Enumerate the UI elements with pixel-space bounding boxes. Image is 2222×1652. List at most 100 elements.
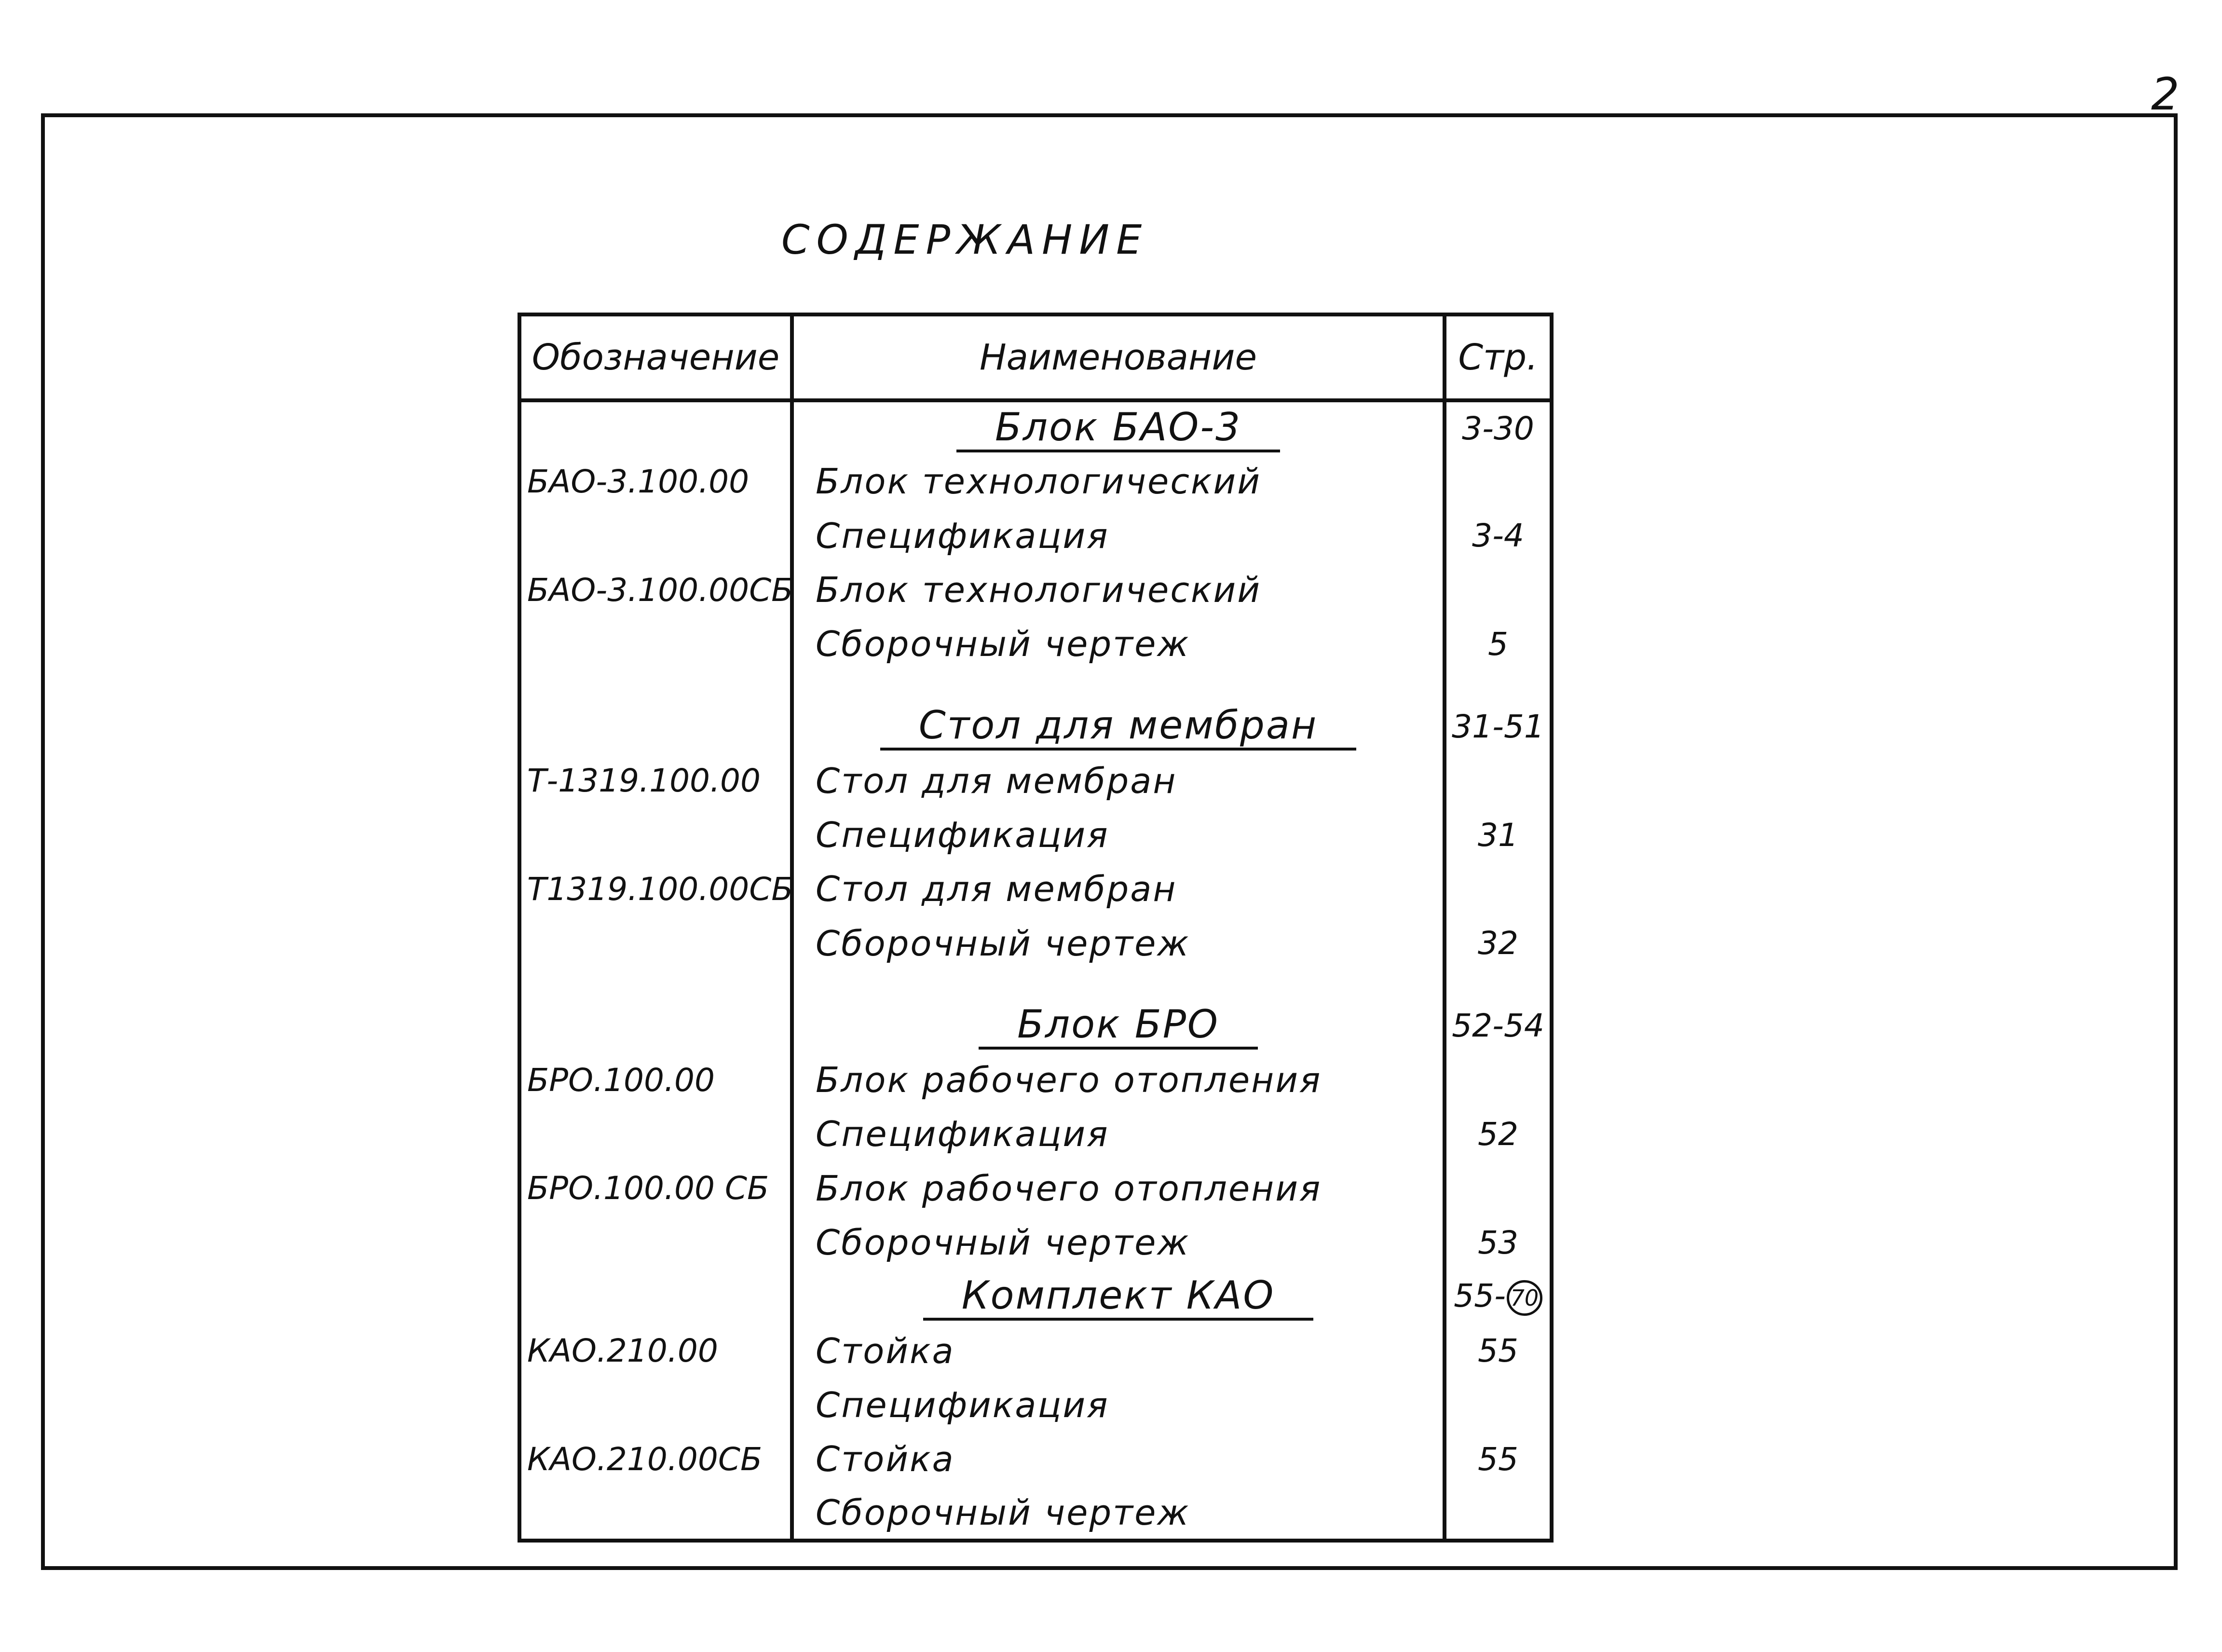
table-row: Сборочный чертеж 53	[518, 1215, 1554, 1270]
table-row: Спецификация	[518, 1378, 1554, 1433]
section-row: Блок БРО 52-54	[518, 998, 1554, 1053]
page-cell	[1443, 753, 1554, 808]
designation-cell: БРО.100.00 СБ	[518, 1161, 794, 1215]
spacer-cell	[1443, 671, 1554, 700]
name-cell: Сборочный чертеж	[790, 1215, 1446, 1270]
spacer-row	[518, 671, 1554, 700]
page-title: СОДЕРЖАНИЕ	[781, 216, 1149, 263]
page-value: 55-	[1454, 1277, 1506, 1315]
designation-cell	[518, 916, 794, 970]
drawing-frame	[41, 113, 2178, 1570]
section-title: Блок БРО	[979, 1005, 1258, 1050]
page-cell	[1443, 1052, 1554, 1107]
page-cell	[1443, 1486, 1554, 1543]
sheet-number: 2	[2151, 68, 2180, 120]
section-title: Комплект КАО	[923, 1276, 1314, 1321]
spacer-row	[518, 970, 1554, 999]
designation-cell	[518, 1378, 794, 1433]
designation-cell: БАО-3.100.00	[518, 454, 794, 509]
spacer-cell	[790, 671, 1446, 700]
page-value: 53	[1478, 1224, 1518, 1261]
page-cell: 53	[1443, 1215, 1554, 1270]
table-row: Спецификация 52	[518, 1107, 1554, 1161]
designation-cell	[518, 807, 794, 862]
name-cell: Спецификация	[790, 1378, 1446, 1433]
spacer-cell	[518, 671, 794, 700]
section-title-cell: Стол для мембран	[790, 699, 1446, 754]
spacer-cell	[790, 970, 1446, 999]
designation-cell	[518, 1215, 794, 1270]
section-title: Стол для мембран	[880, 706, 1357, 751]
name-cell: Блок технологический	[790, 454, 1446, 509]
page-cell: 55	[1443, 1432, 1554, 1487]
page-cell	[1443, 1378, 1554, 1433]
designation-cell: Т-1319.100.00	[518, 753, 794, 808]
page-cell: 31-51	[1443, 699, 1554, 754]
contents-table: Обозначение Наименование Стр. Блок БАО-3…	[518, 313, 1554, 1543]
page-cell	[1443, 862, 1554, 916]
designation-cell: БАО-3.100.00СБ	[518, 562, 794, 617]
designation-cell	[518, 508, 794, 563]
designation-cell	[518, 998, 794, 1053]
designation-cell: КАО.210.00	[518, 1324, 794, 1378]
page-cell: 5	[1443, 617, 1554, 671]
section-title-cell: Комплект КАО	[790, 1270, 1446, 1324]
name-cell: Блок рабочего отопления	[790, 1161, 1446, 1215]
name-cell: Стол для мембран	[790, 753, 1446, 808]
designation-cell: БРО.100.00	[518, 1052, 794, 1107]
designation-cell	[518, 699, 794, 754]
name-cell: Стойка	[790, 1324, 1446, 1378]
spacer-cell	[1443, 970, 1554, 999]
name-cell: Стойка	[790, 1432, 1446, 1487]
section-title-cell: Блок БРО	[790, 998, 1446, 1053]
page-value: 55	[1478, 1440, 1518, 1478]
page-cell: 3-30	[1443, 400, 1554, 455]
page-cell: 52-54	[1443, 998, 1554, 1053]
name-cell: Блок технологический	[790, 562, 1446, 617]
page-cell: 32	[1443, 916, 1554, 970]
spacer-cell	[518, 970, 794, 999]
designation-cell	[518, 1486, 794, 1543]
name-cell: Сборочный чертеж	[790, 1486, 1446, 1543]
name-cell: Спецификация	[790, 1107, 1446, 1161]
page-cell: 55	[1443, 1324, 1554, 1378]
designation-cell: Т1319.100.00СБ	[518, 862, 794, 916]
name-cell: Сборочный чертеж	[790, 617, 1446, 671]
name-cell: Стол для мембран	[790, 862, 1446, 916]
section-title: Блок БАО-3	[956, 408, 1281, 452]
header-page: Стр.	[1443, 313, 1554, 402]
header-designation: Обозначение	[518, 313, 794, 402]
section-row: Стол для мембран 31-51	[518, 699, 1554, 754]
circled-page-number: 70	[1506, 1280, 1542, 1316]
page-cell: 55-70	[1443, 1270, 1554, 1324]
page-cell: 3-4	[1443, 508, 1554, 563]
page-cell: 31	[1443, 807, 1554, 862]
page-value: 52	[1478, 1115, 1518, 1153]
page-value: 55	[1478, 1332, 1518, 1370]
section-row: Комплект КАО 55-70	[518, 1270, 1554, 1324]
designation-cell	[518, 617, 794, 671]
page-value: 31	[1478, 816, 1518, 854]
designation-cell	[518, 1270, 794, 1324]
name-cell: Блок рабочего отопления	[790, 1052, 1446, 1107]
designation-cell: КАО.210.00СБ	[518, 1432, 794, 1487]
page-value: 52-54	[1452, 1007, 1544, 1045]
designation-cell	[518, 1107, 794, 1161]
page-cell	[1443, 1161, 1554, 1215]
table-row: Сборочный чертеж	[518, 1486, 1554, 1543]
page-value: 3-30	[1462, 410, 1534, 447]
designation-cell	[518, 400, 794, 455]
page-cell	[1443, 454, 1554, 509]
